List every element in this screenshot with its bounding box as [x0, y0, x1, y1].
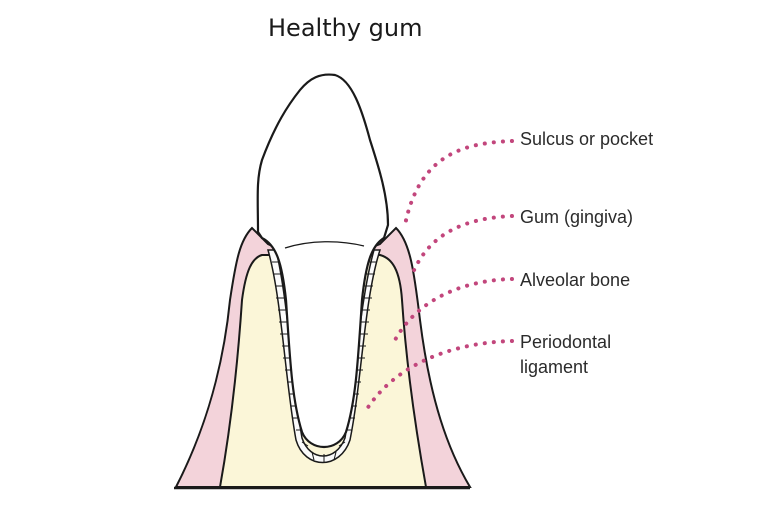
label-sulcus-or-pocket: Sulcus or pocket: [520, 129, 654, 149]
label-periodontal-line2: ligament: [520, 357, 589, 377]
label-periodontal-ligament: Periodontal ligament: [520, 330, 611, 380]
label-periodontal-line1: Periodontal: [520, 332, 612, 352]
tooth-shape: [256, 73, 390, 448]
leader-ligament: [363, 339, 514, 414]
diagram-title: Healthy gum: [268, 14, 423, 42]
label-gum-gingiva: Gum (gingiva): [520, 207, 634, 227]
leader-gum: [410, 214, 514, 277]
gumline-curve: [284, 241, 365, 249]
label-alveolar-bone: Alveolar bone: [520, 270, 631, 290]
leader-lines: [363, 139, 514, 414]
leader-sulcus: [403, 139, 514, 227]
